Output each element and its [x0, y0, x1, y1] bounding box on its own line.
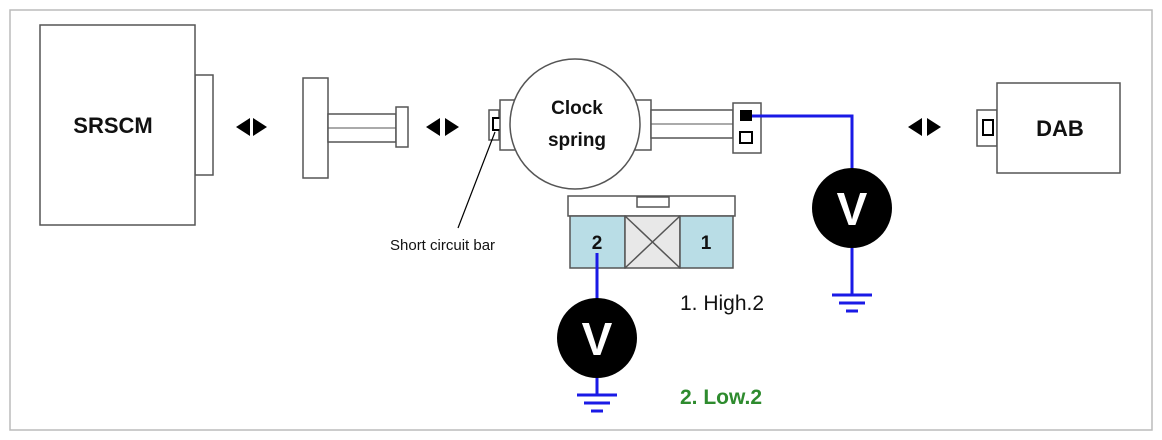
srscm-module: SRSCM: [39, 24, 214, 226]
dab-module: DAB: [976, 82, 1121, 174]
srscm-label: SRSCM: [73, 113, 152, 138]
clock-spring-label-line2: spring: [548, 130, 606, 151]
pin-connector: 2 1: [567, 195, 736, 269]
wire: [752, 114, 854, 175]
measurement-high: 1. High.2: [680, 292, 764, 315]
pin-1-label: 1: [701, 233, 712, 254]
short-circuit-bar-label: Short circuit bar: [390, 237, 495, 254]
clock-spring: Clock spring: [488, 58, 762, 190]
double-arrow-icon: [236, 118, 267, 136]
voltmeter-symbol: V: [582, 313, 613, 365]
voltmeter-right: V: [812, 168, 892, 248]
ground-icon: [577, 393, 617, 413]
ground-icon: [832, 293, 872, 313]
pin-2-label: 2: [592, 233, 603, 254]
short-circuit-bar-leader: [457, 131, 496, 229]
dab-label: DAB: [1036, 116, 1084, 141]
double-arrow-icon: [426, 118, 459, 136]
voltmeter-bottom: V: [557, 298, 637, 378]
clock-spring-label-line1: Clock: [551, 98, 603, 119]
voltmeter-symbol: V: [837, 183, 868, 235]
measurement-low: 2. Low.2: [680, 386, 762, 409]
intermediate-connector: [302, 77, 409, 179]
double-arrow-icon: [908, 118, 941, 136]
